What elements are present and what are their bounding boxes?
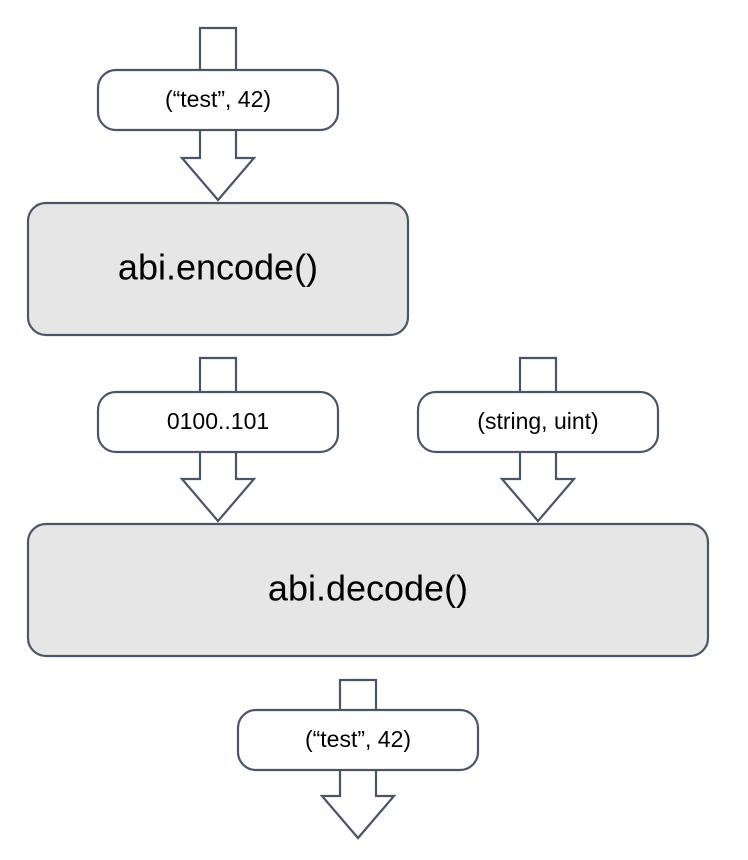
node-box-type-signature[interactable] (416, 390, 660, 454)
connector-stem-into-input-tuple (198, 26, 238, 70)
node-box-abi-encode[interactable] (26, 201, 410, 337)
node-label-abi-encode: abi.encode() (118, 247, 318, 288)
connectors-layer (179, 26, 577, 840)
node-label-output-tuple-bottom: (“test”, 42) (305, 726, 411, 752)
node-type-signature[interactable]: (string, uint) (416, 390, 660, 454)
node-box-encoded-bytes[interactable] (96, 390, 340, 454)
connector-stem-decode-to-output-tuple (338, 678, 378, 710)
connector-arrow-type-signature-to-decode (499, 452, 577, 523)
node-box-output-tuple-bottom[interactable] (236, 708, 480, 772)
node-encoded-bytes[interactable]: 0100..101 (96, 390, 340, 454)
node-abi-encode[interactable]: abi.encode() (26, 201, 410, 337)
nodes-layer: (“test”, 42) abi.encode() 0100..101 (string… (26, 68, 710, 772)
node-label-abi-decode: abi.decode() (268, 568, 468, 609)
node-label-type-signature: (string, uint) (477, 408, 598, 434)
node-abi-decode[interactable]: abi.decode() (26, 522, 710, 658)
node-label-encoded-bytes: 0100..101 (167, 408, 269, 434)
node-input-tuple-top[interactable]: (“test”, 42) (96, 68, 340, 132)
connector-arrow-output-tuple-down (319, 770, 397, 840)
connector-arrow-encoded-bytes-to-decode (179, 452, 257, 523)
node-label-input-tuple-top: (“test”, 42) (165, 86, 271, 112)
node-box-abi-decode[interactable] (26, 522, 710, 658)
connector-arrow-input-to-encode (179, 130, 257, 202)
connector-stem-encode-to-encoded-bytes (198, 356, 238, 392)
connector-stem-into-type-signature (518, 356, 558, 392)
node-box-input-tuple-top[interactable] (96, 68, 340, 132)
node-output-tuple-bottom[interactable]: (“test”, 42) (236, 708, 480, 772)
